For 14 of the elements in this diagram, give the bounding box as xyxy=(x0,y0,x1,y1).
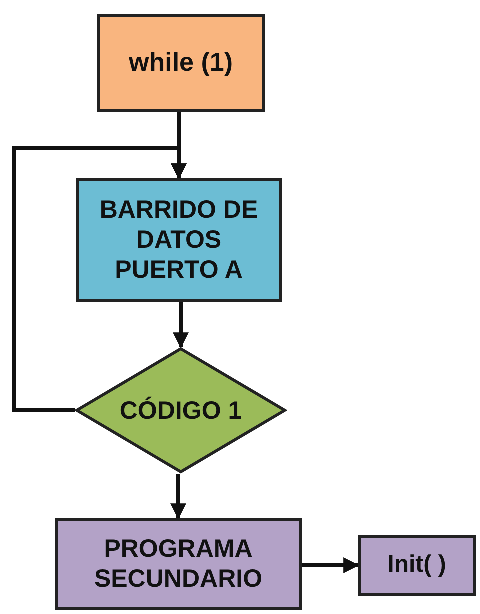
node-label: BARRIDO DE DATOS PUERTO A xyxy=(98,195,260,285)
process-box xyxy=(76,178,282,302)
arrow xyxy=(302,558,360,574)
node-label: CÓDIGO 1 xyxy=(118,396,244,426)
decision-diamond xyxy=(75,347,287,474)
node-label: while (1) xyxy=(128,47,234,79)
arrow xyxy=(12,146,187,412)
arrow xyxy=(170,474,186,520)
node-label: Init( ) xyxy=(386,551,448,580)
process-box xyxy=(55,518,302,610)
node-label: PROGRAMA SECUNDARIO xyxy=(93,534,264,594)
process-box xyxy=(358,535,476,596)
arrow xyxy=(173,302,189,349)
process-box xyxy=(97,14,265,112)
